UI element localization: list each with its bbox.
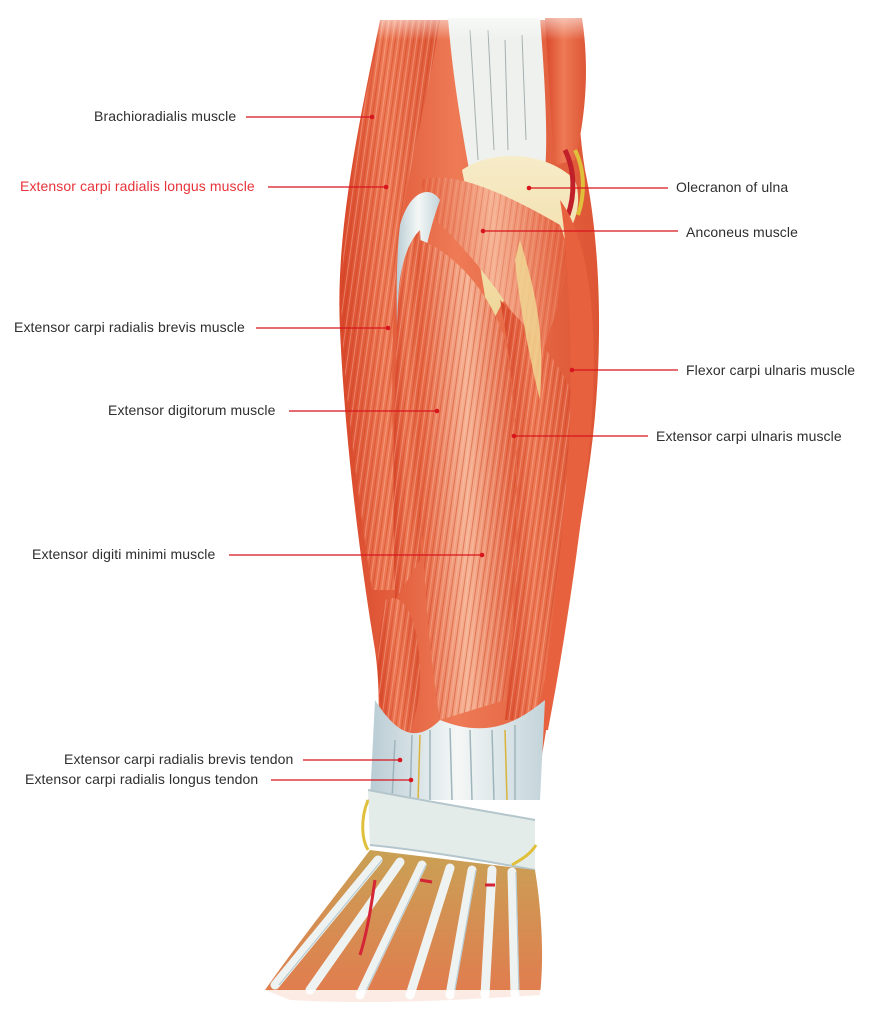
finger-tendons: [270, 855, 520, 1000]
label-extensor-carpi-radialis-longus-muscle: Extensor carpi radialis longus muscle: [20, 178, 255, 194]
label-extensor-carpi-radialis-longus-tendon: Extensor carpi radialis longus tendon: [25, 771, 259, 787]
fcu-shape: [538, 200, 594, 730]
label-extensor-digiti-minimi: Extensor digiti minimi muscle: [32, 546, 216, 562]
extensor-retinaculum: [368, 790, 535, 870]
label-brachioradialis: Brachioradialis muscle: [94, 108, 237, 124]
label-flexor-carpi-ulnaris: Flexor carpi ulnaris muscle: [686, 362, 856, 378]
label-extensor-carpi-radialis-brevis-tendon: Extensor carpi radialis brevis tendon: [64, 751, 294, 767]
label-olecranon-of-ulna: Olecranon of ulna: [676, 179, 789, 195]
label-extensor-carpi-radialis-brevis-muscle: Extensor carpi radialis brevis muscle: [14, 319, 245, 335]
label-extensor-carpi-ulnaris: Extensor carpi ulnaris muscle: [656, 428, 842, 444]
label-anconeus: Anconeus muscle: [686, 224, 799, 240]
label-extensor-digitorum: Extensor digitorum muscle: [108, 402, 276, 418]
leader-dots: [369, 114, 575, 783]
triceps-tendon: [448, 18, 547, 175]
leader-lines: [229, 116, 678, 781]
lower-tendons: [370, 700, 545, 801]
hand-dorsum: [265, 850, 543, 1003]
